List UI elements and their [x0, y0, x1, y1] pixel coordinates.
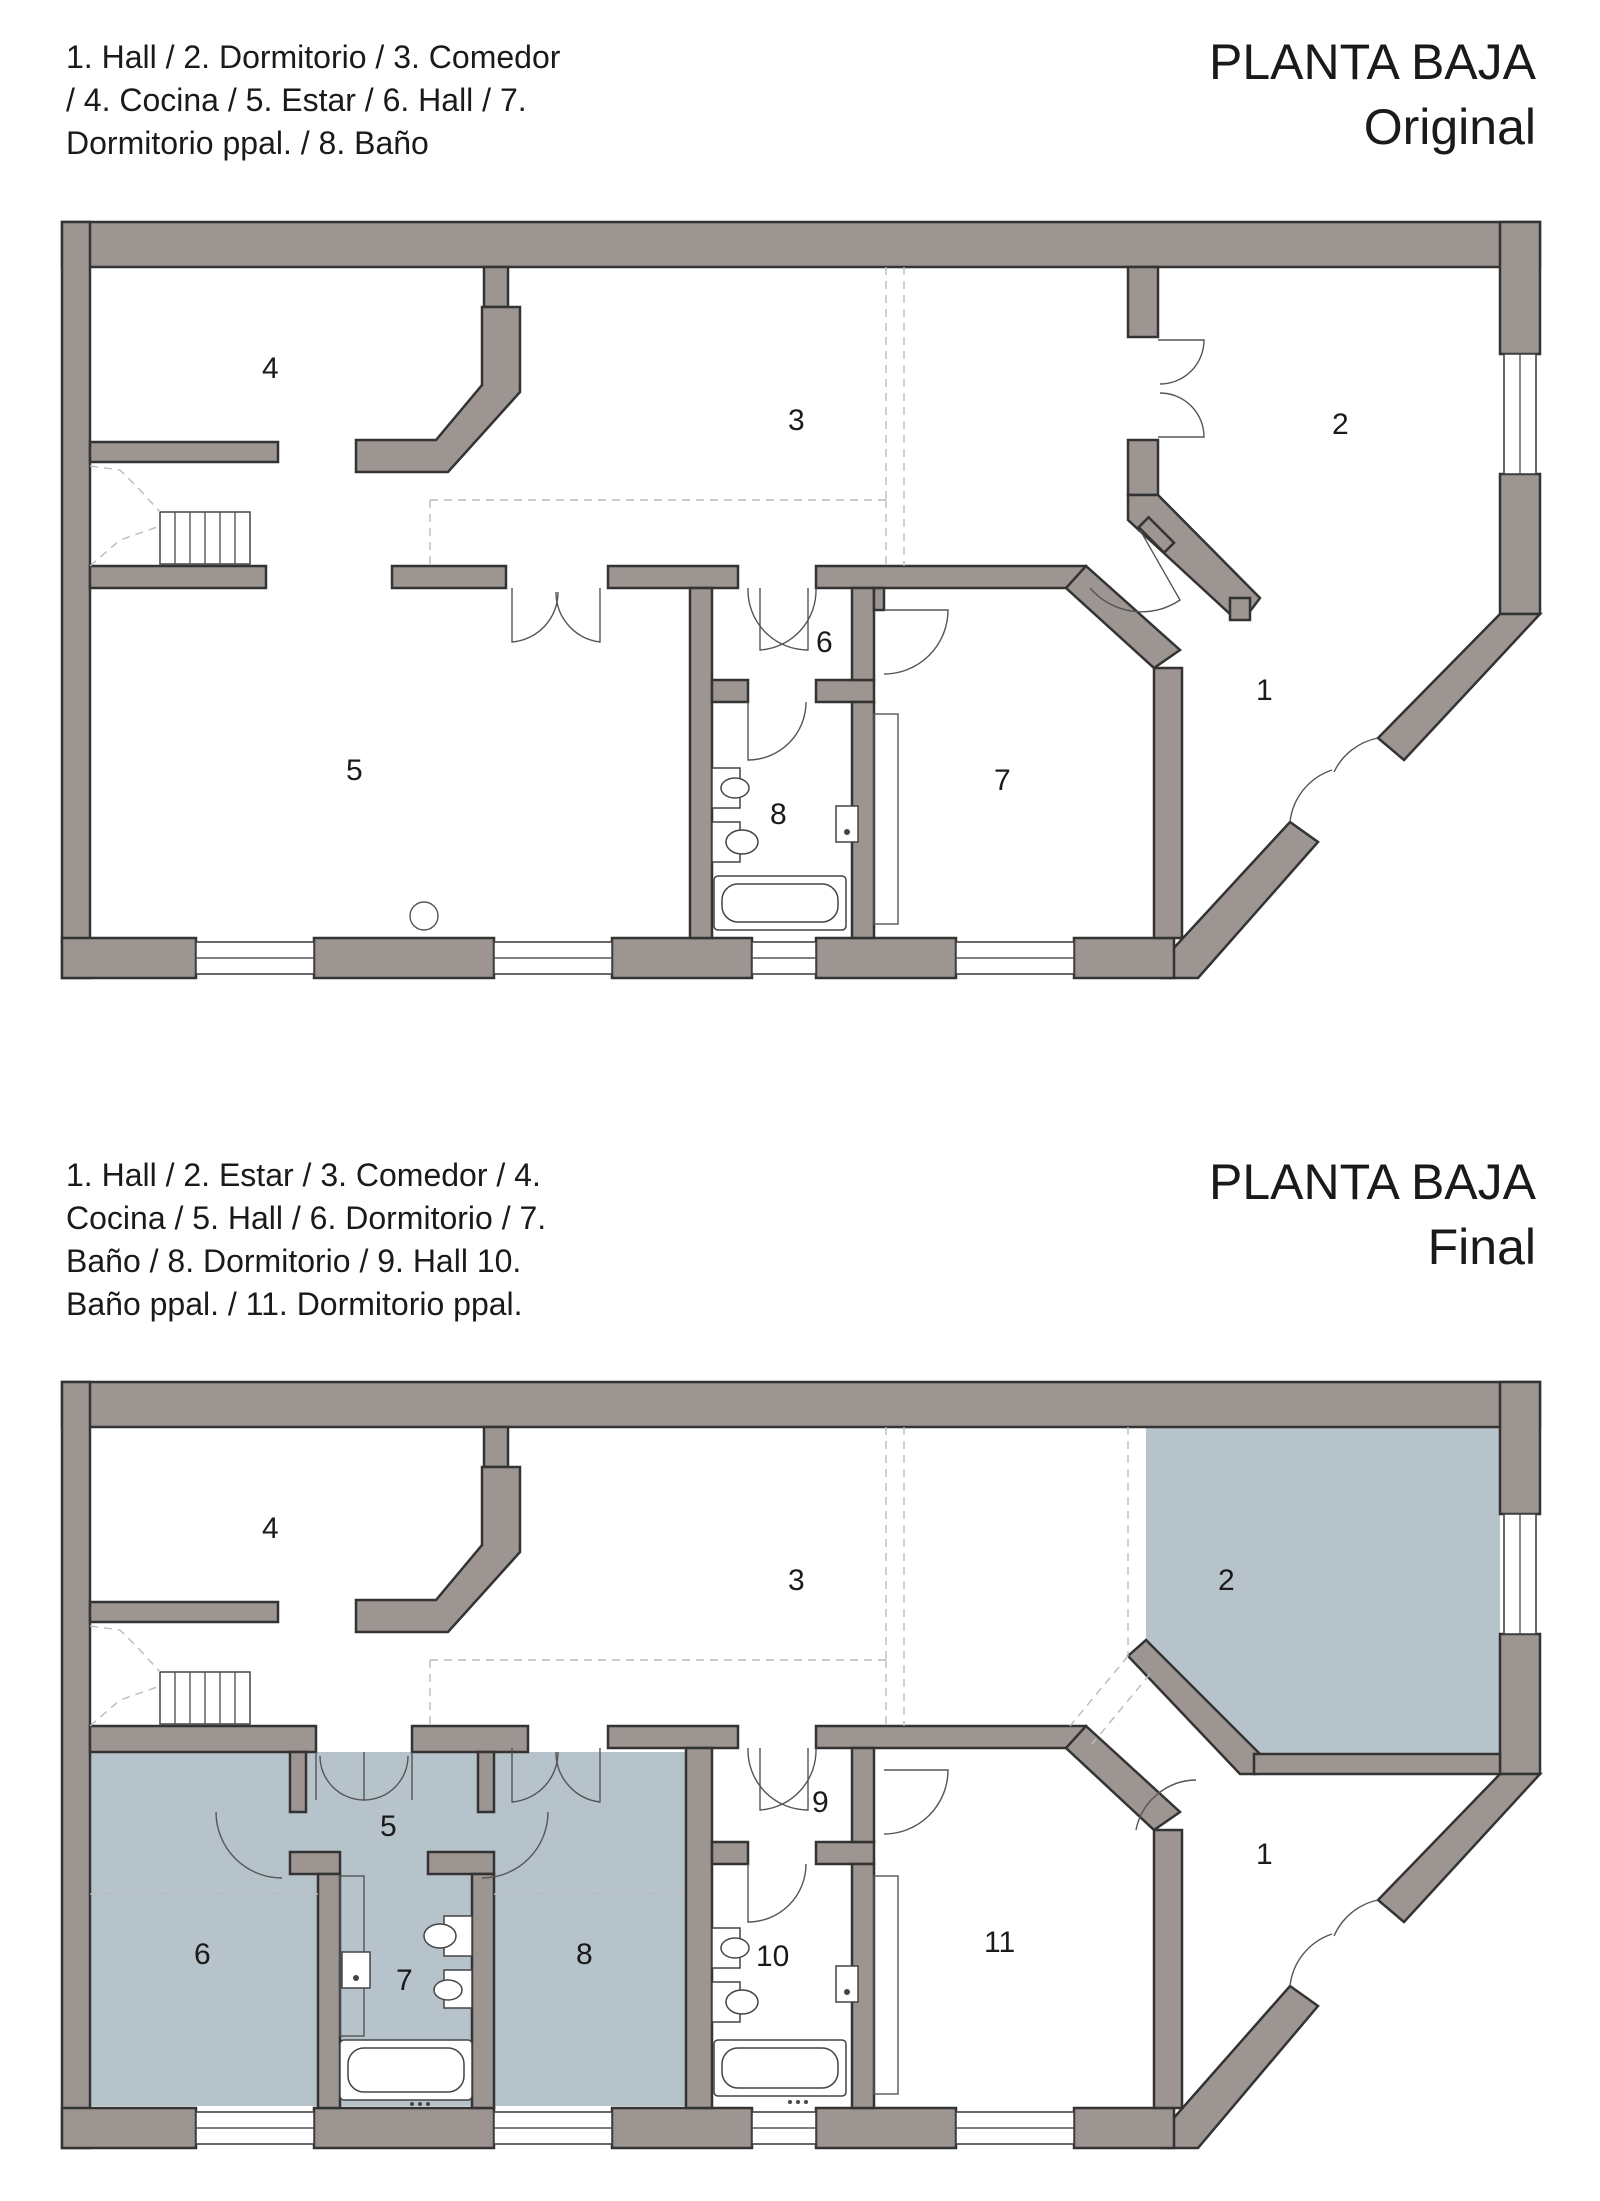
room-number: 2 [1218, 1564, 1235, 1597]
outer-walls [60, 220, 1543, 980]
legend-line: Baño ppal. / 11. Dormitorio ppal. [66, 1286, 523, 1322]
room-number: 1 [1256, 674, 1273, 707]
dashed-guides [90, 1427, 1151, 1895]
doors [215, 1747, 1379, 1987]
plan-subtitle: Original [1363, 99, 1536, 155]
legend-line: Dormitorio ppal. / 8. Baño [66, 125, 429, 161]
stair [89, 465, 251, 567]
room-number: 3 [788, 404, 805, 437]
room-number: 8 [770, 798, 787, 831]
windows [195, 353, 1537, 975]
interior-walls [88, 1425, 1502, 2110]
legend-line: / 4. Cocina / 5. Estar / 6. Hall / 7. [66, 82, 527, 118]
legend-line: 1. Hall / 2. Dormitorio / 3. Comedor [66, 39, 561, 75]
room-number: 4 [262, 1512, 279, 1545]
bathroom-fixtures [339, 1875, 473, 2106]
legend-final: 1. Hall / 2. Estar / 3. Comedor / 4. Coc… [66, 1154, 626, 1326]
floor-plan-original: 4 3 2 6 1 5 7 8 [60, 220, 1543, 980]
room-number: 3 [788, 1564, 805, 1597]
room-number: 5 [380, 1810, 397, 1843]
plan-title: PLANTA BAJA [1209, 34, 1536, 90]
plan-title-original: PLANTA BAJA Original [1209, 30, 1536, 160]
room-number: 2 [1332, 408, 1349, 441]
legend-line: Cocina / 5. Hall / 6. Dormitorio / 7. [66, 1200, 547, 1236]
room-number: 11 [984, 1926, 1015, 1959]
room-number: 1 [1256, 1838, 1273, 1871]
room-number: 7 [396, 1964, 413, 1997]
room-numbers: 4 3 2 9 1 5 6 7 8 10 11 [194, 1512, 1273, 1997]
column-mark [409, 901, 439, 931]
windows [195, 1513, 1537, 2145]
room-number: 8 [576, 1938, 593, 1971]
room-number: 4 [262, 352, 279, 385]
legend-line: 1. Hall / 2. Estar / 3. Comedor / 4. [66, 1157, 541, 1193]
room-number: 7 [994, 764, 1011, 797]
legend-line: Baño / 8. Dormitorio / 9. Hall 10. [66, 1243, 522, 1279]
bathroom-fixtures [711, 1875, 899, 2104]
interior-walls [88, 265, 1262, 940]
stair [89, 1625, 251, 1727]
plan-subtitle: Final [1427, 1219, 1536, 1275]
dashed-guides [429, 267, 905, 566]
floor-plan-final: 4 3 2 9 1 5 6 7 8 10 11 [60, 1380, 1543, 2150]
room-number: 5 [346, 754, 363, 787]
bathroom-fixtures [711, 713, 899, 931]
room-number: 10 [756, 1940, 789, 1973]
plan-title: PLANTA BAJA [1209, 1154, 1536, 1210]
room-number: 9 [812, 1786, 829, 1819]
plan-title-final: PLANTA BAJA Final [1209, 1150, 1536, 1280]
legend-original: 1. Hall / 2. Dormitorio / 3. Comedor / 4… [66, 36, 626, 165]
room-numbers: 4 3 2 6 1 5 7 8 [262, 352, 1349, 831]
room-number: 6 [194, 1938, 211, 1971]
doors [511, 339, 1379, 823]
room-number: 6 [816, 626, 833, 659]
